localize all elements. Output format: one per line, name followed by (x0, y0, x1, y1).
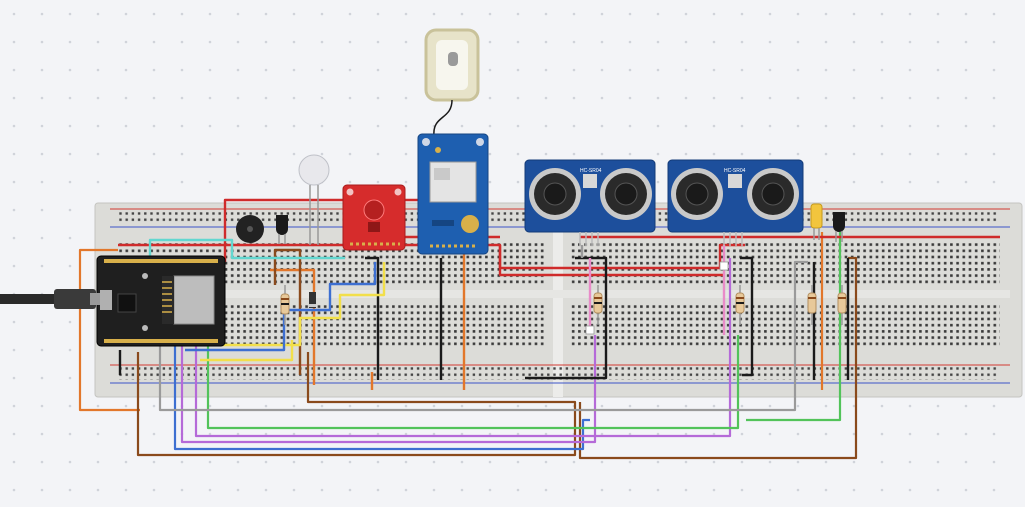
wires-lower (78, 232, 858, 460)
terminal-holes-top-right (570, 240, 1000, 286)
resistors (280, 285, 847, 325)
wire-black-2 (365, 256, 380, 380)
wire-brown-board (273, 248, 302, 375)
resistor-4 (807, 285, 817, 325)
wire-blue-board (185, 262, 377, 352)
terminal-holes-bottom-right (570, 302, 1000, 348)
wire-blue-long (173, 345, 590, 451)
wire-black-5 (740, 256, 754, 377)
ultrasonic-sensor-2: HC-SR04 (667, 159, 804, 246)
wire-end-markers (585, 261, 729, 335)
buzzer (236, 215, 264, 243)
ultrasonic-label-1: HC-SR04 (580, 168, 602, 174)
ultrasonic-label-2: HC-SR04 (724, 168, 746, 174)
ultrasonic-sensor-1: HC-SR04 (524, 159, 656, 246)
diode (309, 292, 316, 308)
wifi-module-shield (173, 275, 215, 325)
wire-purple-1 (180, 335, 597, 444)
capacitor-yellow (810, 203, 823, 240)
sensor-board (342, 184, 406, 251)
gps-antenna (424, 28, 480, 137)
wire-red-right (498, 245, 723, 277)
rail-holes-bottom (118, 367, 998, 380)
wire-yellow-2 (200, 340, 294, 362)
wire-orange-board-1 (270, 268, 316, 385)
resistor-3 (735, 285, 745, 325)
resistor-5 (837, 285, 847, 325)
wire-brown-right (578, 256, 858, 460)
gps-module (417, 133, 489, 255)
resistor-1 (280, 285, 290, 325)
wire-orange-loop (78, 248, 140, 412)
wire-grey-1 (158, 260, 808, 412)
transistor-right (833, 212, 845, 242)
wire-yellow-1 (160, 262, 386, 347)
breadboard-divider (553, 203, 563, 397)
center-channel (110, 290, 1010, 298)
wire-purple-2 (194, 258, 732, 438)
photoresistor (298, 154, 330, 245)
usb-cable (0, 289, 100, 309)
transistor-left (276, 215, 288, 244)
resistor-2 (593, 285, 603, 325)
microcontroller-board (96, 255, 226, 347)
wire-green-1 (206, 335, 740, 430)
